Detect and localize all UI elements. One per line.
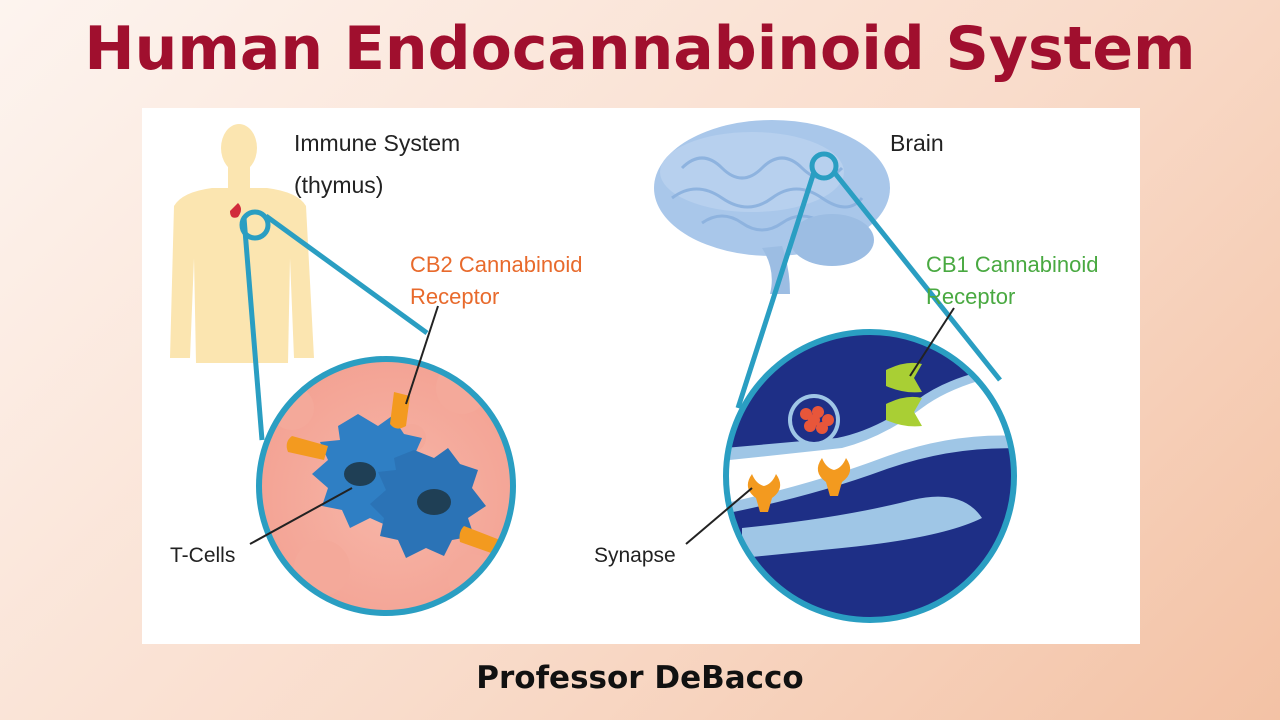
presenter-name: Professor DeBacco [476, 660, 804, 696]
thymus-heading: (thymus) [294, 172, 384, 198]
slide-title: Human Endocannabinoid System [84, 14, 1196, 84]
cb2-receptor-icon [286, 392, 500, 554]
human-body-silhouette [170, 124, 314, 363]
cb2-label-line1: CB2 Cannabinoid [410, 252, 583, 277]
brain-heading: Brain [890, 130, 944, 156]
vesicle-icon [800, 406, 834, 434]
endocannabinoid-diagram [170, 120, 1017, 623]
immune-system-heading: Immune System [294, 130, 461, 156]
small-zoom-ring [809, 151, 839, 181]
left-magnifier [239, 209, 429, 441]
t-cells-label: T-Cells [170, 544, 236, 567]
diagram-panel: Immune System (thymus) CB2 Cannabinoid R… [142, 108, 1140, 644]
synapse-label: Synapse [594, 544, 676, 567]
right-magnifier [735, 151, 1002, 409]
receptor-icon [747, 458, 851, 512]
brain-icon [654, 120, 890, 294]
right-zoom-ring [723, 329, 1017, 623]
cb1-label-line2: Receptor [926, 284, 1016, 309]
cb2-label-line2: Receptor [410, 284, 500, 309]
thymus-icon [230, 203, 241, 218]
t-cell-zoom-view [259, 359, 513, 613]
left-zoom-ring [256, 356, 516, 616]
t-cell-icon [312, 414, 486, 558]
small-zoom-ring [239, 209, 271, 241]
cb1-label-line1: CB1 Cannabinoid [926, 252, 1099, 277]
